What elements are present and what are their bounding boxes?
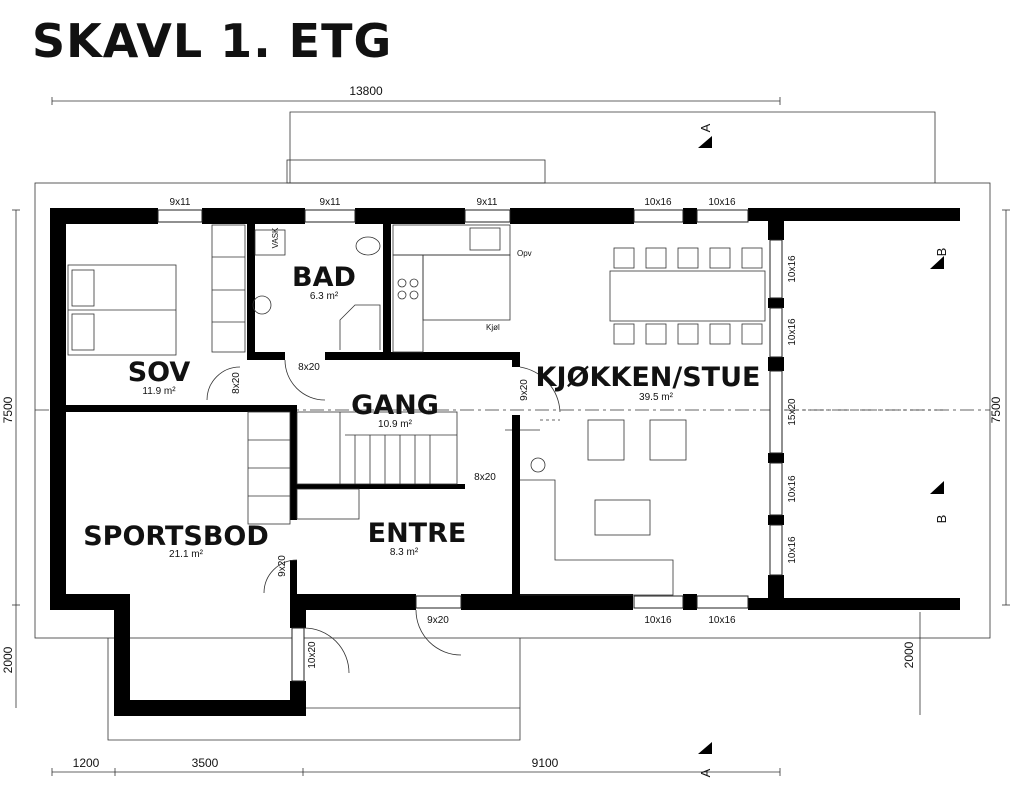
window-label: 10x16 [787, 536, 798, 564]
section-a-top: A [698, 123, 713, 132]
room-name-entre: ENTRE [368, 518, 467, 549]
room-area-sportsbod: 21.1 m² [169, 549, 204, 560]
window-label: 10x16 [644, 197, 672, 208]
door-label: 10x20 [307, 641, 318, 669]
window-label: 9x11 [320, 197, 341, 208]
dim-left-lower: 2000 [1, 646, 15, 673]
plan-title: SKAVL 1. ETG [32, 14, 393, 68]
room-name-kjokken-stue: KJØKKEN/STUE [536, 362, 761, 393]
dimension-lines [12, 97, 1010, 776]
dim-bottom-2: 3500 [192, 756, 219, 770]
window-label: 10x16 [708, 197, 736, 208]
room-area-sov: 11.9 m² [142, 386, 176, 397]
room-area-bad: 6.3 m² [310, 291, 339, 302]
exterior-walls [50, 208, 960, 716]
dim-bottom-3: 9100 [532, 756, 559, 770]
door-label: 9x20 [519, 379, 530, 401]
window-label: 15x20 [787, 398, 798, 426]
room-name-bad: BAD [292, 262, 356, 293]
door-label: 8x20 [298, 362, 320, 373]
section-a-bottom: A [698, 768, 713, 777]
furniture [67, 224, 945, 674]
section-markers [698, 136, 944, 754]
dim-left: 7500 [1, 396, 15, 423]
window-label: 9x11 [170, 197, 191, 208]
room-area-entre: 8.3 m² [390, 547, 419, 558]
vask-label: VASK [271, 227, 280, 248]
windows [157, 209, 783, 682]
room-area-gang: 10.9 m² [378, 419, 413, 430]
section-b-bottom: B [934, 515, 949, 524]
window-label: 9x11 [477, 197, 498, 208]
window-label: 10x16 [787, 255, 798, 283]
interior-walls [60, 218, 520, 600]
door-label: 8x20 [231, 372, 242, 394]
section-b-top: B [934, 248, 949, 257]
window-label: 10x16 [708, 615, 736, 626]
room-name-gang: GANG [351, 390, 439, 421]
door-label: 9x20 [277, 555, 288, 577]
window-label: 10x16 [787, 318, 798, 346]
kjol-label: Kjøl [486, 323, 500, 332]
opv-label: Opv [517, 249, 532, 258]
window-label: 10x16 [644, 615, 672, 626]
room-area-kjokken-stue: 39.5 m² [639, 392, 674, 403]
window-label: 10x16 [787, 475, 798, 503]
door-label: 9x20 [427, 615, 449, 626]
dim-bottom-1: 1200 [73, 756, 100, 770]
room-name-sov: SOV [128, 357, 191, 388]
dim-right: 7500 [989, 396, 1003, 423]
dim-right-lower: 2000 [902, 641, 916, 668]
room-name-sportsbod: SPORTSBOD [83, 521, 269, 552]
door-label: 8x20 [474, 472, 496, 483]
dim-top: 13800 [349, 84, 383, 98]
